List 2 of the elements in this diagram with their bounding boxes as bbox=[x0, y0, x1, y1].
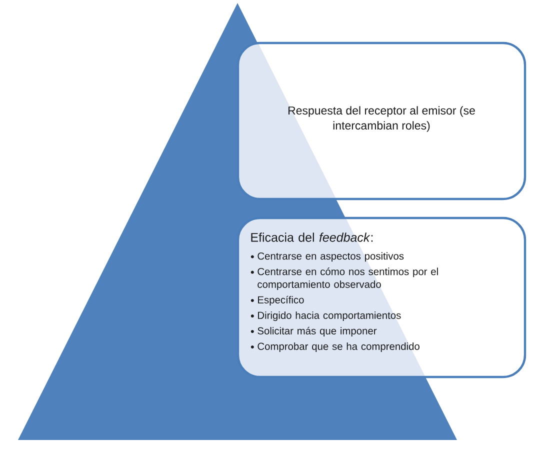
text-box: Eficacia del feedback: Centrarse en aspectos positivos Centrarse en cómo nos sentimos por el comportamiento observado Específico Dirigido hacia comportamientos Solicitar más que imponer Comprobar que se ha comprendido bbox=[236, 216, 526, 378]
text-box: Respuesta del receptor al emisor (se intercambian roles) bbox=[236, 42, 526, 200]
